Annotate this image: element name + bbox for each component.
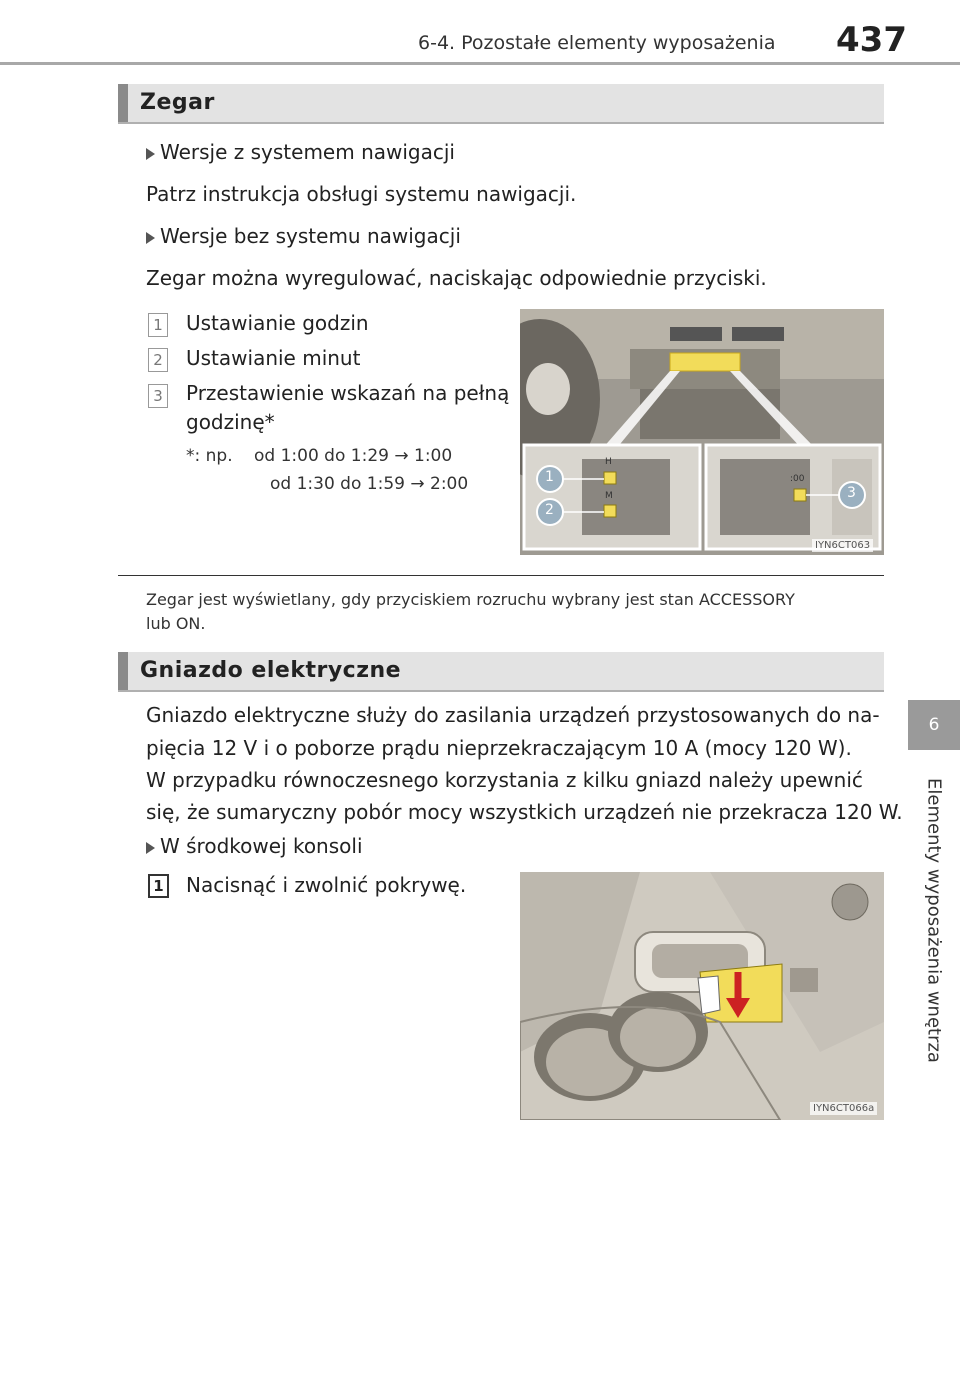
item-reset-full-hour: Przestawienie wskazań na pełną xyxy=(186,381,510,405)
socket-paragraph-line3: W przypadku równoczesnego korzystania z … xyxy=(146,768,863,792)
figure-code: IYN6CT063 xyxy=(812,539,874,552)
figure-code: IYN6CT066a xyxy=(810,1102,878,1115)
figure-label-h: H xyxy=(605,457,612,467)
header-rule xyxy=(0,62,960,65)
text-no-nav-versions: Zegar można wyregulować, naciskając odpo… xyxy=(146,266,767,290)
section-heading-socket: Gniazdo elektryczne xyxy=(118,652,884,692)
bullet-center-console: W środkowej konsoli xyxy=(160,834,363,858)
chapter-title-vertical: Elementy wyposażenia wnętrza xyxy=(908,750,960,1400)
bullet-no-nav-versions: Wersje bez systemu nawigacji xyxy=(160,224,461,248)
figure-callout-2: 2 xyxy=(545,502,554,518)
text-nav-versions: Patrz instrukcja obsługi systemu nawigac… xyxy=(146,182,577,206)
footnote-prefix: *: np. xyxy=(186,446,233,466)
footnote-line-1: od 1:00 do 1:29 → 1:00 xyxy=(254,446,453,466)
note-divider xyxy=(118,575,884,576)
chapter-tab: 6 xyxy=(908,700,960,750)
dashboard-illustration xyxy=(520,309,884,555)
item-set-minutes: Ustawianie minut xyxy=(186,346,361,370)
section-heading-text: Gniazdo elektryczne xyxy=(140,658,402,683)
clock-buttons-figure: 1 2 3 H M :00 IYN6CT063 xyxy=(520,309,884,555)
triangle-bullet-icon xyxy=(146,148,155,160)
figure-label-zero: :00 xyxy=(790,474,805,484)
triangle-bullet-icon xyxy=(146,842,155,854)
callout-number-3: 3 xyxy=(148,384,168,408)
callout-number-1: 1 xyxy=(148,313,168,337)
figure-callout-3: 3 xyxy=(847,485,856,501)
socket-paragraph-line2: pięcia 12 V i o poborze prądu nieprzekra… xyxy=(146,736,852,760)
step-press-release-cover: Nacisnąć i zwolnić pokrywę. xyxy=(186,873,467,897)
clock-note-line1: Zegar jest wyświetlany, gdy przyciskiem … xyxy=(146,590,795,609)
section-heading-clock: Zegar xyxy=(118,84,884,124)
socket-paragraph-line1: Gniazdo elektryczne służy do zasilania u… xyxy=(146,703,880,727)
callout-number-2: 2 xyxy=(148,348,168,372)
step-number-1: 1 xyxy=(148,874,169,898)
running-header-title: 6-4. Pozostałe elementy wyposażenia xyxy=(418,32,776,54)
console-illustration xyxy=(520,872,884,1120)
item-reset-full-hour-line2: godzinę* xyxy=(186,410,275,434)
item-set-hours: Ustawianie godzin xyxy=(186,311,369,335)
socket-figure: IYN6CT066a xyxy=(520,872,884,1120)
triangle-bullet-icon xyxy=(146,232,155,244)
clock-note-line2: lub ON. xyxy=(146,614,206,633)
figure-label-m: M xyxy=(605,491,613,501)
page-number: 437 xyxy=(836,20,907,60)
figure-callout-1: 1 xyxy=(545,469,554,485)
socket-paragraph-line4: się, że sumaryczny pobór mocy wszystkich… xyxy=(146,800,903,824)
chapter-title: Elementy wyposażenia wnętrza xyxy=(923,778,945,1063)
section-heading-text: Zegar xyxy=(140,90,215,115)
footnote-line-2: od 1:30 do 1:59 → 2:00 xyxy=(270,474,469,494)
bullet-nav-versions: Wersje z systemem nawigacji xyxy=(160,140,455,164)
